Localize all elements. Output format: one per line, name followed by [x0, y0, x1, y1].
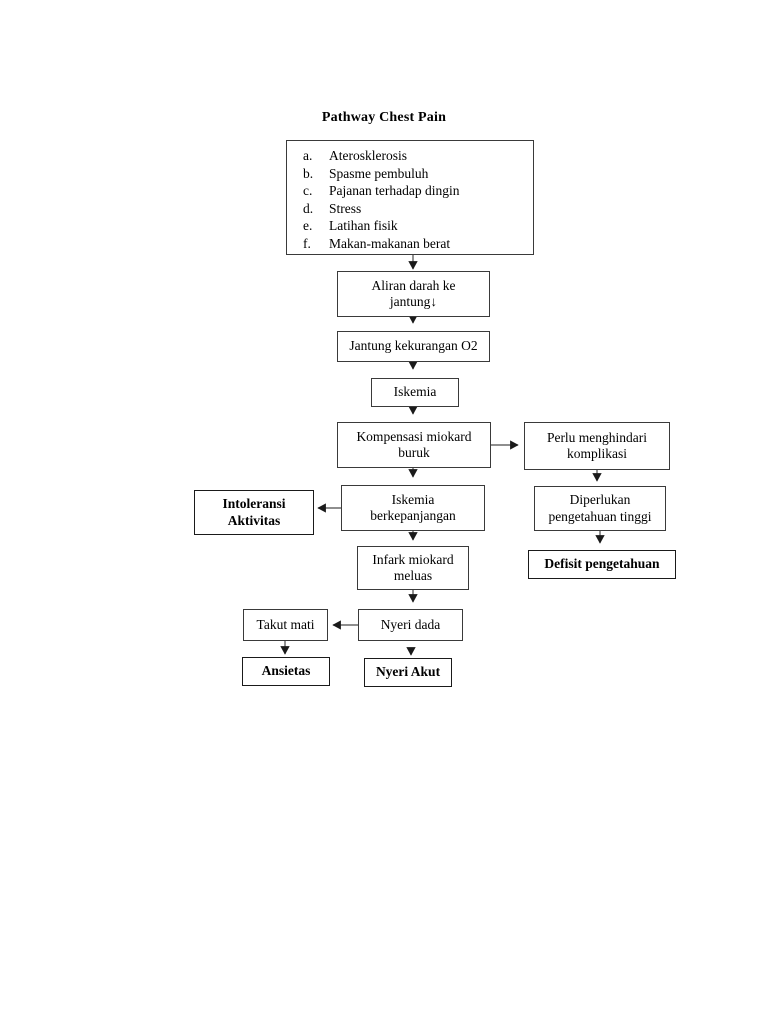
list-item: Spasme pembuluh: [303, 165, 429, 182]
node-label: Defisit pengetahuan: [544, 556, 660, 572]
node-label: Aliran darah ke jantung↓: [371, 277, 456, 309]
node-defisit-pengetahuan: Defisit pengetahuan: [528, 550, 676, 579]
node-label: Iskemia berkepanjangan: [370, 491, 456, 523]
etiology-box: Aterosklerosis Spasme pembuluh Pajanan t…: [286, 140, 534, 255]
node-label: Intoleransi Aktivitas: [222, 496, 286, 528]
page-title: Pathway Chest Pain: [321, 110, 447, 125]
node-jantung-kekurangan-o2: Jantung kekurangan O2: [337, 331, 490, 362]
node-diperlukan-pengetahuan-tinggi: Diperlukan pengetahuan tinggi: [534, 486, 666, 531]
node-takut-mati: Takut mati: [243, 609, 328, 641]
node-label: Nyeri dada: [380, 616, 441, 632]
node-intoleransi-aktivitas: Intoleransi Aktivitas: [194, 490, 314, 535]
node-label: Ansietas: [261, 663, 311, 679]
node-infark-miokard-meluas: Infark miokard meluas: [357, 546, 469, 590]
etiology-list: Aterosklerosis Spasme pembuluh Pajanan t…: [287, 147, 533, 253]
node-perlu-menghindari-komplikasi: Perlu menghindari komplikasi: [524, 422, 670, 470]
node-label: Diperlukan pengetahuan tinggi: [548, 492, 652, 524]
node-label: Infark miokard meluas: [372, 551, 454, 583]
node-label: Kompensasi miokard buruk: [356, 428, 472, 460]
list-item: Latihan fisik: [303, 217, 398, 234]
node-nyeri-dada: Nyeri dada: [358, 609, 463, 641]
list-item: Stress: [303, 200, 362, 217]
list-item: Aterosklerosis: [303, 147, 407, 164]
node-ansietas: Ansietas: [242, 657, 330, 686]
node-iskemia: Iskemia: [371, 378, 459, 407]
list-item: Pajanan terhadap dingin: [303, 182, 460, 199]
list-item: Makan-makanan berat: [303, 235, 451, 252]
node-iskemia-berkepanjangan: Iskemia berkepanjangan: [341, 485, 485, 531]
node-label: Iskemia: [393, 384, 437, 400]
node-kompensasi-miokard-buruk: Kompensasi miokard buruk: [337, 422, 491, 468]
node-label: Jantung kekurangan O2: [349, 338, 478, 354]
node-label: Nyeri Akut: [375, 664, 441, 680]
node-nyeri-akut: Nyeri Akut: [364, 658, 452, 687]
node-aliran-darah: Aliran darah ke jantung↓: [337, 271, 490, 317]
node-label: Takut mati: [256, 616, 315, 632]
node-label: Perlu menghindari komplikasi: [546, 429, 648, 461]
